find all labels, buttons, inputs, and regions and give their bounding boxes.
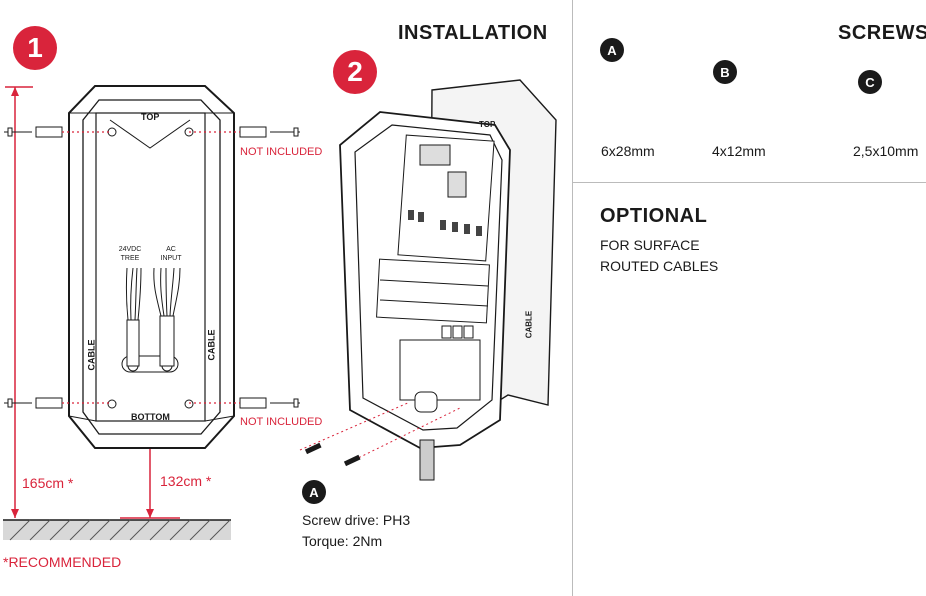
install-screw-a-badge: A (302, 480, 326, 504)
screws-title: SCREWS (838, 22, 926, 44)
install-cable-label: CABLE (524, 310, 534, 339)
step-1-badge: 1 (13, 26, 57, 70)
dimension-165: 165cm * (22, 475, 74, 491)
screw-c-size: 2,5x10mm (853, 143, 919, 159)
recommended-note: *RECOMMENDED (3, 554, 122, 570)
screw-c-badge: C (858, 70, 882, 94)
dimension-132: 132cm * (160, 473, 212, 489)
top-label: TOP (141, 112, 160, 122)
cable-label-right: CABLE (206, 329, 217, 361)
mounting-diagram (3, 79, 557, 541)
bottom-label: BOTTOM (131, 412, 170, 422)
installation-title: INSTALLATION (398, 22, 548, 44)
screw-a-size: 6x28mm (601, 143, 655, 159)
torque-text: Torque: 2Nm (302, 533, 383, 549)
screw-a-badge: A (600, 38, 624, 62)
vertical-divider (572, 0, 573, 596)
optional-line-2: ROUTED CABLES (600, 258, 719, 274)
screw-drive-text: Screw drive: PH3 (302, 512, 411, 528)
optional-title: OPTIONAL (600, 205, 708, 227)
optional-line-1: FOR SURFACE (600, 237, 700, 253)
horizontal-divider (573, 182, 926, 183)
screw-b-badge: B (713, 60, 737, 84)
cable-label-left: CABLE (86, 339, 97, 371)
not-included-bottom: NOT INCLUDED (240, 416, 323, 428)
screw-b-size: 4x12mm (712, 143, 766, 159)
not-included-top: NOT INCLUDED (240, 146, 323, 158)
step-2-badge: 2 (333, 50, 377, 94)
install-top-label: TOP (479, 120, 496, 129)
